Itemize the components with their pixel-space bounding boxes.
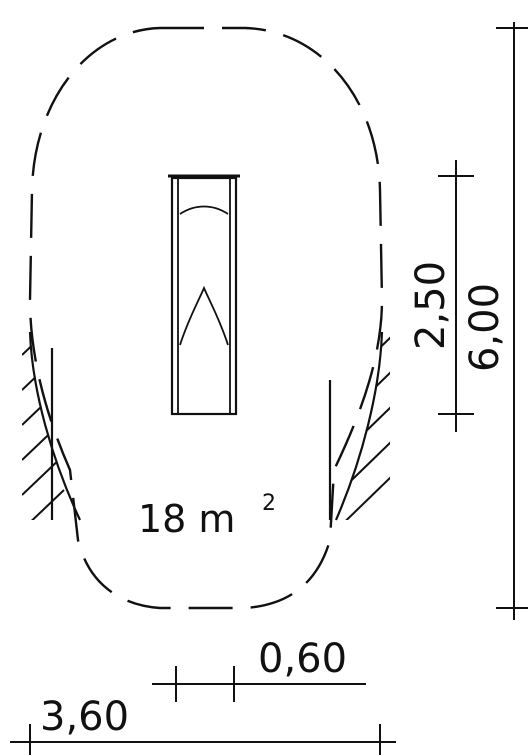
equipment-width-label: 0,60 xyxy=(258,636,347,682)
right-hatched-zone xyxy=(328,331,390,521)
total-width-label: 3,60 xyxy=(40,694,129,740)
equipment-length-label: 2,50 xyxy=(408,261,454,350)
area-label: 18 m xyxy=(138,497,235,541)
equipment-length-dimension xyxy=(438,160,474,432)
total-length-label: 6,00 xyxy=(462,283,508,372)
safety-zone-outline xyxy=(28,26,384,610)
left-hatched-zone xyxy=(22,331,81,521)
total-width-dimension xyxy=(10,724,396,755)
equipment-width-dimension xyxy=(152,666,366,702)
area-superscript: 2 xyxy=(262,491,276,516)
total-length-dimension xyxy=(496,22,528,620)
slide-top-view xyxy=(168,174,240,416)
